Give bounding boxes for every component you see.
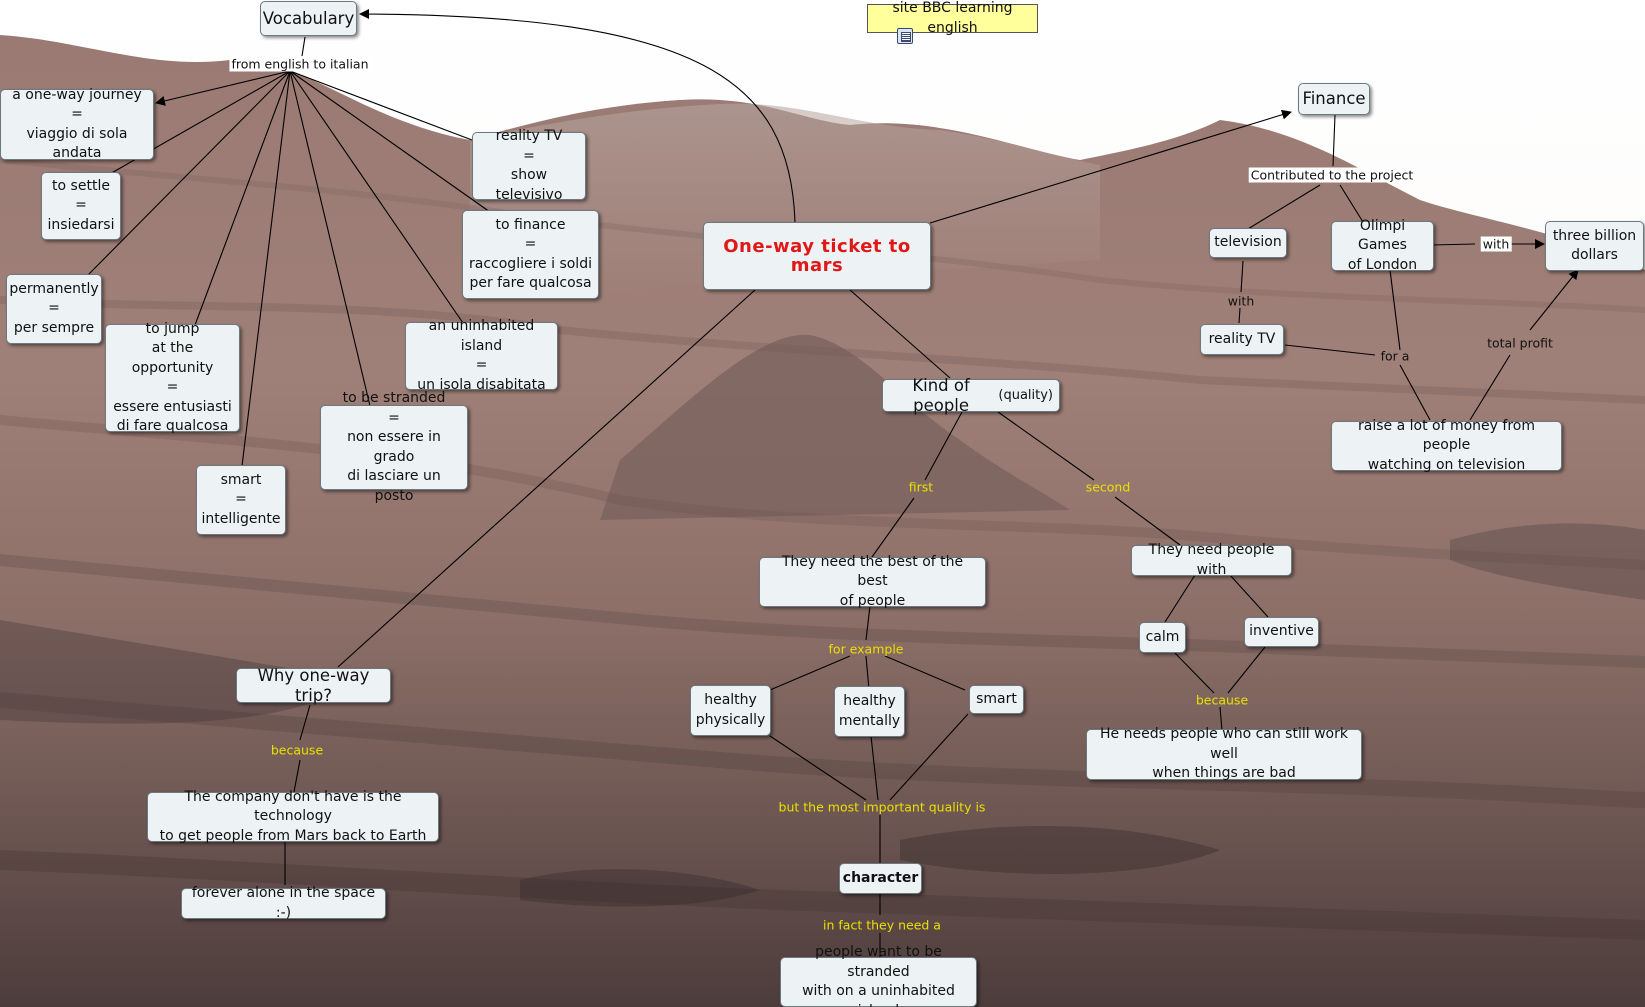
vocab-smart[interactable]: smart = intelligente (196, 465, 286, 535)
why-one-way-node[interactable]: Why one-way trip? (236, 668, 391, 703)
link-label-with-tv: with (1226, 294, 1257, 309)
vocab-permanently[interactable]: permanently = per sempre (6, 274, 102, 344)
link-label-because-why: because (269, 743, 325, 758)
link-label-from-english: from english to italian (229, 57, 370, 72)
link-label-with-olympics: with (1481, 237, 1512, 252)
kind-of-people-title: Kind of people (889, 376, 993, 415)
people-with-node[interactable]: They need people with (1131, 545, 1292, 576)
raise-money-node[interactable]: raise a lot of money from people watchin… (1331, 421, 1562, 471)
document-icon[interactable] (897, 28, 913, 44)
vocab-reality-tv[interactable]: reality TV = show televisivo (472, 132, 586, 200)
link-label-total-profit: total profit (1485, 336, 1555, 351)
central-topic-node[interactable]: One-way ticket to mars (703, 222, 931, 290)
finance-node[interactable]: Finance (1298, 83, 1370, 115)
forever-alone-node[interactable]: forever alone in the space :-) (181, 888, 386, 919)
olympic-games-node[interactable]: Olimpi Games of London (1331, 221, 1434, 271)
source-note[interactable]: site BBC learning english (867, 4, 1038, 33)
kind-of-people-qualifier: (quality) (998, 386, 1053, 406)
vocab-uninhabited-island[interactable]: an uninhabited island = un isola disabit… (405, 322, 558, 390)
vocab-to-jump[interactable]: to jump at the opportunity = essere entu… (105, 324, 240, 432)
vocab-to-be-stranded[interactable]: to be stranded = non essere in grado di … (320, 405, 468, 490)
three-billion-node[interactable]: three billion dollars (1545, 221, 1644, 271)
link-label-for-a: for a (1379, 349, 1412, 364)
link-label-most-important: but the most important quality is (777, 800, 988, 815)
vocabulary-node[interactable]: Vocabulary (260, 1, 357, 36)
vocab-to-settle[interactable]: to settle = insiedarsi (41, 172, 121, 240)
smart-quality-node[interactable]: smart (969, 685, 1024, 714)
link-label-second: second (1084, 480, 1133, 495)
inventive-node[interactable]: inventive (1244, 617, 1319, 647)
link-label-first: first (907, 480, 935, 495)
television-node[interactable]: television (1209, 228, 1287, 258)
technology-reason-node[interactable]: The company don't have is the technology… (147, 792, 439, 842)
link-label-because-qualities: because (1194, 693, 1250, 708)
healthy-physically-node[interactable]: healthy physically (690, 685, 771, 736)
link-label-contributed: Contributed to the project (1249, 168, 1416, 183)
best-of-best-node[interactable]: They need the best of the best of people (759, 557, 986, 607)
calm-node[interactable]: calm (1139, 622, 1186, 653)
link-label-for-example: for example (827, 642, 906, 657)
work-well-node[interactable]: He needs people who can still work well … (1086, 729, 1362, 780)
character-node[interactable]: character (839, 863, 922, 894)
stranded-people-node[interactable]: people want to be stranded with on a uni… (780, 957, 977, 1007)
reality-tv-node[interactable]: reality TV (1200, 324, 1284, 355)
healthy-mentally-node[interactable]: healthy mentally (834, 686, 905, 737)
vocab-one-way-journey[interactable]: a one-way journey = viaggio di sola anda… (0, 89, 154, 160)
kind-of-people-node[interactable]: Kind of people (quality) (882, 379, 1060, 412)
link-label-in-fact: in fact they need a (821, 918, 943, 933)
vocab-to-finance[interactable]: to finance = raccogliere i soldi per far… (462, 210, 599, 299)
